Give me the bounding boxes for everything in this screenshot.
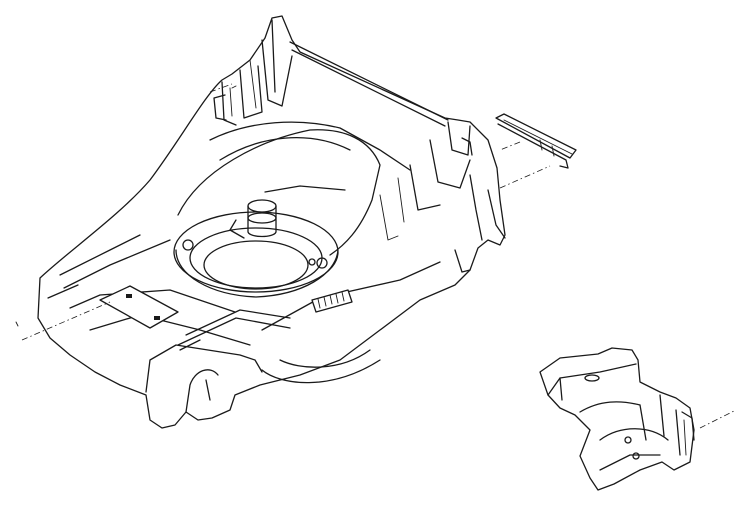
logo-badge [311, 289, 353, 313]
discharge-chute-insert [539, 347, 695, 491]
assembly-guide-lines [21, 83, 737, 429]
rear-flap-bracket [495, 113, 577, 169]
mower-deck-housing [37, 15, 506, 429]
